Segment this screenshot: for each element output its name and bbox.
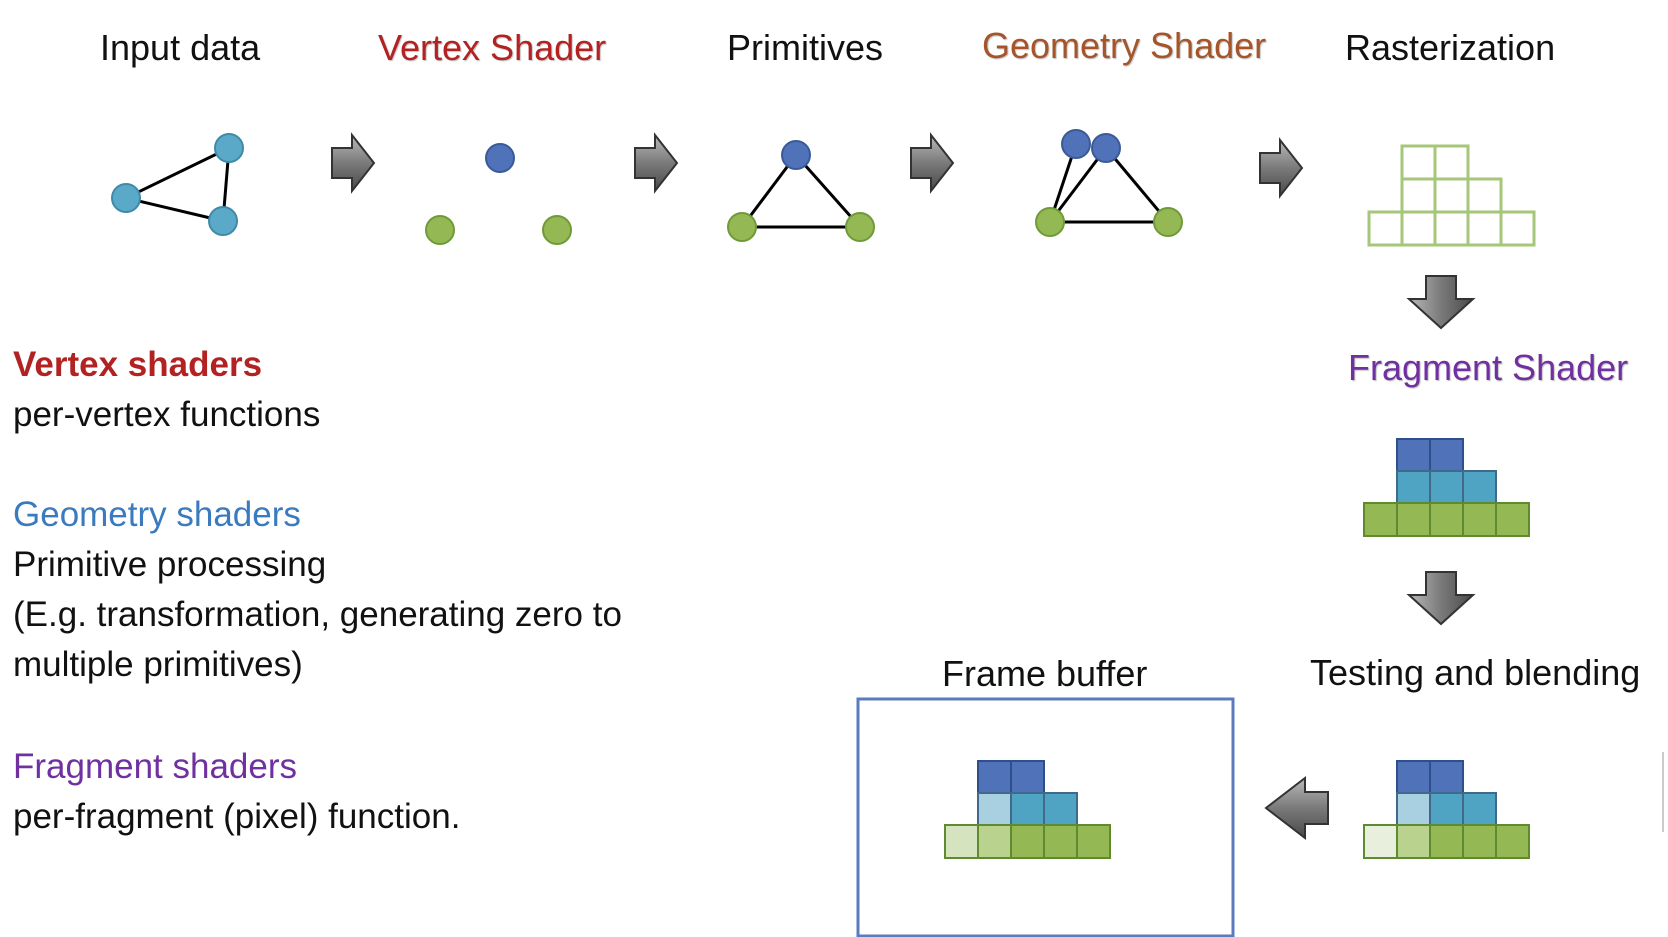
fragment-shader-label: Fragment Shader xyxy=(1348,347,1629,388)
geometry-shaders-desc-1: Primitive processing xyxy=(13,545,327,584)
primitive-vertex xyxy=(845,212,875,242)
geometry-shader-label: Geometry Shader xyxy=(982,25,1267,66)
primitive-vertex xyxy=(727,212,757,242)
geometry-shaders-title: Geometry shaders xyxy=(13,495,301,534)
arrow-left-icon xyxy=(1264,775,1329,841)
arrow-down-icon xyxy=(1406,571,1476,626)
primitives-graphic xyxy=(727,140,875,242)
input-vertex xyxy=(111,183,141,213)
rasterization-grid xyxy=(1367,144,1536,247)
geometry-shader-graphic xyxy=(1035,129,1183,237)
primitives-label: Primitives xyxy=(727,27,884,68)
fragment-shaders-title: Fragment shaders xyxy=(13,747,298,786)
vertex-shaders-desc: per-vertex functions xyxy=(13,395,321,434)
vertex-shader-label: Vertex Shader xyxy=(378,27,607,68)
geometry-vertex xyxy=(1061,129,1091,159)
input-vertex xyxy=(214,133,244,163)
input-vertex xyxy=(208,206,238,236)
fragment-shaders-desc: per-fragment (pixel) function. xyxy=(13,797,461,836)
frame-buffer-grid xyxy=(944,760,1111,859)
arrow-right-icon xyxy=(331,132,376,194)
geometry-vertex xyxy=(1035,207,1065,237)
primitive-vertex xyxy=(781,140,811,170)
blending-grid xyxy=(1363,760,1530,859)
arrow-right-icon xyxy=(634,132,679,194)
testing-blending-label: Testing and blending xyxy=(1310,652,1641,693)
vertex-point xyxy=(485,143,515,173)
input-data-label: Input data xyxy=(100,27,261,68)
geometry-shaders-desc-3: multiple primitives) xyxy=(13,645,303,684)
arrow-right-icon xyxy=(1259,137,1304,199)
geometry-vertex xyxy=(1153,207,1183,237)
arrow-right-icon xyxy=(910,132,955,194)
rasterization-label: Rasterization xyxy=(1345,27,1556,68)
vertex-shader-graphic xyxy=(425,143,572,245)
geometry-vertex xyxy=(1091,133,1121,163)
arrow-down-icon xyxy=(1406,275,1476,330)
vertex-point xyxy=(425,215,455,245)
input-data-graphic xyxy=(111,133,244,236)
vertex-shaders-title: Vertex shaders xyxy=(13,345,263,384)
fragment-grid xyxy=(1363,438,1530,537)
vertex-point xyxy=(542,215,572,245)
frame-buffer-label: Frame buffer xyxy=(942,653,1148,694)
geometry-shaders-desc-2: (E.g. transformation, generating zero to xyxy=(13,595,622,634)
